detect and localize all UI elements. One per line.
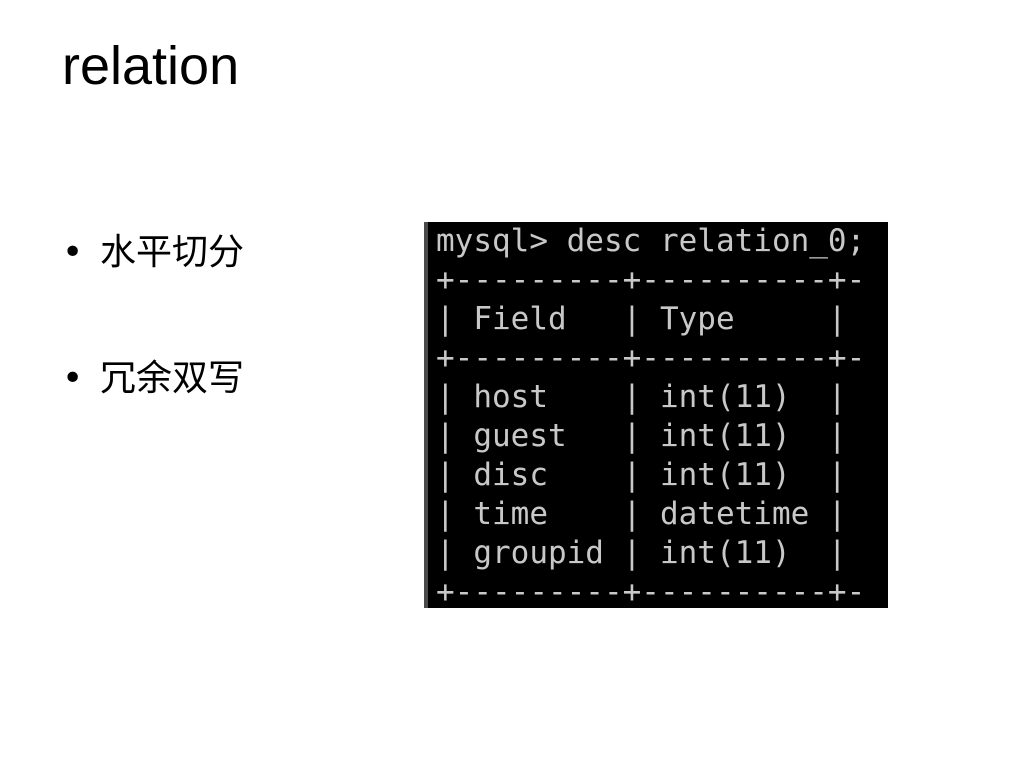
terminal-border-line: +---------+----------+- <box>436 574 866 608</box>
terminal-header-line: | Field | Type | <box>436 301 847 337</box>
bullet-text: 水平切分 <box>100 232 245 273</box>
terminal-screenshot: mysql> desc relation_0;+---------+------… <box>424 222 888 608</box>
bullet-item: • 冗余双写 <box>62 352 244 406</box>
bullet-dot-icon: • <box>62 358 84 399</box>
bullet-dot-icon: • <box>62 232 84 273</box>
terminal-border-line: +---------+----------+- <box>436 262 866 298</box>
bullet-text: 冗余双写 <box>100 358 245 399</box>
terminal-row-line: | time | datetime | <box>436 496 847 532</box>
slide-title: relation <box>62 36 240 96</box>
bullet-item: • 水平切分 <box>62 226 244 280</box>
terminal-command-line: mysql> desc relation_0; <box>436 223 866 259</box>
bullet-list: • 水平切分 • 冗余双写 <box>62 226 244 478</box>
terminal-row-line: | guest | int(11) | <box>436 418 847 454</box>
terminal-row-line: | host | int(11) | <box>436 379 847 415</box>
terminal-row-line: | groupid | int(11) | <box>436 535 847 571</box>
terminal-border-line: +---------+----------+- <box>436 340 866 376</box>
terminal-output: mysql> desc relation_0;+---------+------… <box>428 222 888 608</box>
terminal-row-line: | disc | int(11) | <box>436 457 847 493</box>
